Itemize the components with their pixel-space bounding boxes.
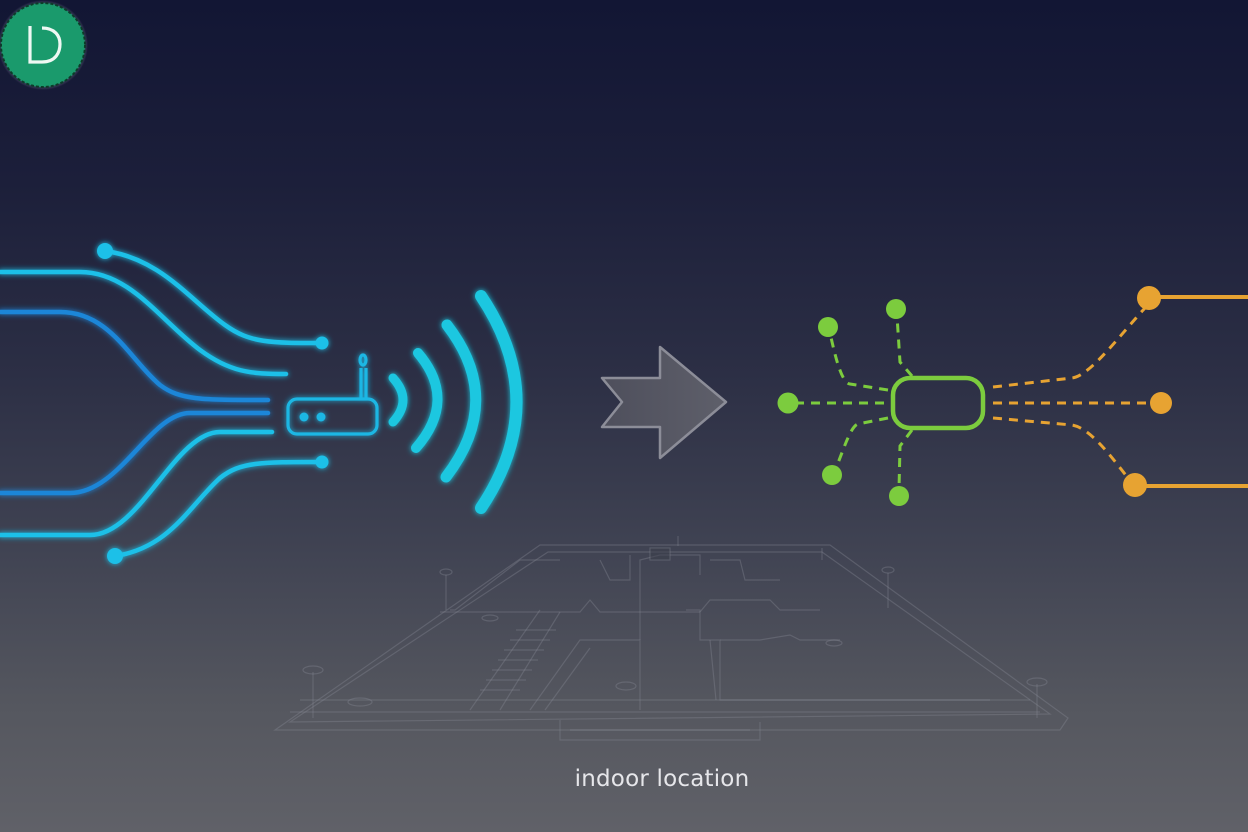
data-line-c — [0, 309, 271, 403]
data-line-d — [0, 410, 271, 496]
data-line-f — [112, 459, 325, 559]
floor-plan-blueprint — [273, 536, 1069, 741]
caption-label: indoor location — [574, 766, 750, 792]
wifi-signal-icon — [388, 290, 523, 514]
router-icon — [286, 353, 379, 436]
logo-letter-icon — [28, 26, 62, 64]
data-line-a — [102, 248, 325, 346]
data-line-b — [0, 269, 289, 377]
arrow-right-icon — [600, 345, 728, 460]
output-connections — [992, 286, 1248, 497]
data-line-e — [0, 429, 275, 538]
network-hub — [777, 299, 986, 506]
data-lines — [0, 243, 329, 564]
logo-badge[interactable] — [0, 0, 88, 92]
